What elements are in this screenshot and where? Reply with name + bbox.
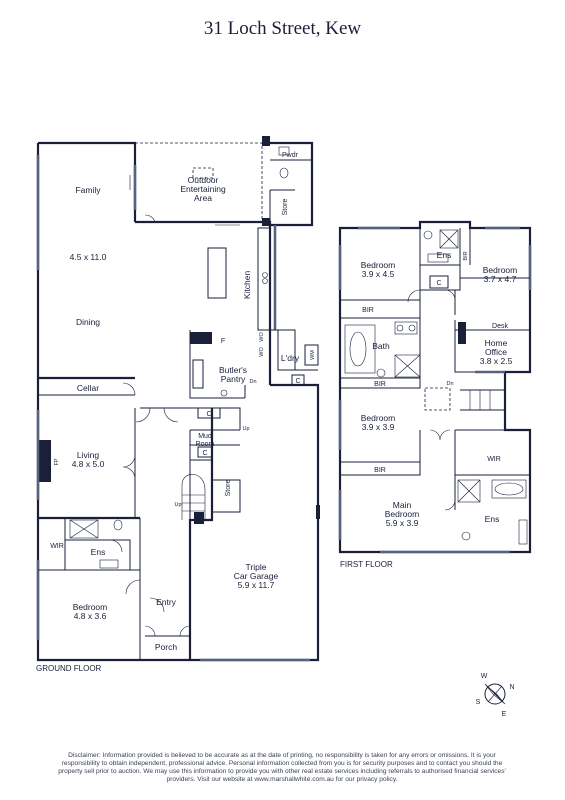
label-bed3-dims: 3.9 x 3.9 (362, 422, 395, 432)
label-pantry: Pantry (221, 374, 246, 384)
label-porch: Porch (155, 642, 177, 652)
label-dining: Dining (76, 317, 100, 327)
label-main-dims: 5.9 x 3.9 (386, 518, 419, 528)
label-up-stair: Up (174, 502, 181, 508)
label-bed1: Bedroom (361, 260, 396, 270)
label-c-pantry: C (206, 411, 211, 418)
label-store-top: Store (282, 199, 289, 216)
compass-n: N (509, 684, 514, 691)
label-office-1: Home (485, 338, 508, 348)
compass-s: S (476, 699, 481, 706)
label-outdoor-2: Entertaining (180, 184, 226, 194)
label-entry: Entry (156, 597, 177, 607)
label-ens-main: Ens (485, 514, 500, 524)
label-cellar: Cellar (77, 383, 99, 393)
label-mud: Mud (198, 433, 212, 440)
label-bir-vertical: BIR (463, 251, 469, 260)
label-bir-2: BIR (374, 381, 386, 388)
compass-e: E (502, 711, 507, 718)
label-kitchen: Kitchen (242, 271, 252, 300)
label-ens: Ens (91, 547, 106, 557)
label-bath: Bath (372, 341, 390, 351)
label-outdoor-3: Area (194, 193, 212, 203)
label-c-mud: C (202, 450, 207, 457)
label-bed1-dims: 3.9 x 4.5 (362, 269, 395, 279)
label-c-top: C (436, 280, 441, 287)
page-title: 31 Loch Street, Kew (203, 18, 362, 39)
label-living: Living (77, 450, 99, 460)
first-floor-label: FIRST FLOOR (340, 560, 393, 569)
label-wo-1: WO (259, 332, 265, 342)
label-garage-1: Triple (246, 562, 267, 572)
label-room: Room (196, 441, 215, 448)
label-bir-1: BIR (362, 307, 374, 314)
label-wir-first: WIR (487, 456, 501, 463)
label-butlers: Butler's (219, 365, 247, 375)
label-dn-pantry: Dn (249, 379, 256, 385)
label-store-mid: Store (225, 480, 232, 497)
ground-floor-label: GROUND FLOOR (36, 664, 102, 673)
label-bed2-dims: 3.7 x 4.7 (484, 274, 517, 284)
label-ens-top: Ens (437, 250, 452, 260)
label-pwdr: Pwdr (282, 152, 299, 159)
label-bed2: Bedroom (483, 265, 518, 275)
label-bedroom-dims: 4.8 x 3.6 (74, 611, 107, 621)
label-family-dims: 4.5 x 11.0 (70, 252, 107, 262)
label-living-dims: 4.8 x 5.0 (72, 459, 105, 469)
label-main-1: Main (393, 500, 412, 510)
label-main-2: Bedroom (385, 509, 420, 519)
label-dn: Dn (446, 381, 453, 387)
label-wo-2: WO (259, 347, 265, 357)
label-bed3: Bedroom (361, 413, 396, 423)
ground-floor-plan (36, 136, 320, 662)
label-desk: Desk (492, 323, 508, 330)
disclaimer-text: Disclaimer: Information provided is beli… (58, 752, 506, 783)
label-family: Family (75, 185, 101, 195)
label-bedroom: Bedroom (73, 602, 108, 612)
label-bir-3: BIR (374, 467, 386, 474)
label-outdoor-1: Outdoor (188, 175, 219, 185)
label-garage-2: Car Garage (234, 571, 279, 581)
label-office-dims: 3.8 x 2.5 (480, 356, 513, 366)
label-up-mud: Up (242, 426, 249, 432)
label-wm: WM (310, 350, 316, 360)
label-fridge: F (221, 338, 225, 345)
compass (484, 683, 506, 705)
compass-w: W (481, 673, 488, 680)
label-garage-dims: 5.9 x 11.7 (238, 580, 275, 590)
first-floor-plan (338, 220, 532, 554)
label-c-ldry: C (295, 378, 300, 385)
label-office-2: Office (485, 347, 507, 357)
label-wir: WIR (50, 543, 64, 550)
label-fp: FP (54, 458, 60, 465)
label-ldry: L'dry (281, 353, 300, 363)
